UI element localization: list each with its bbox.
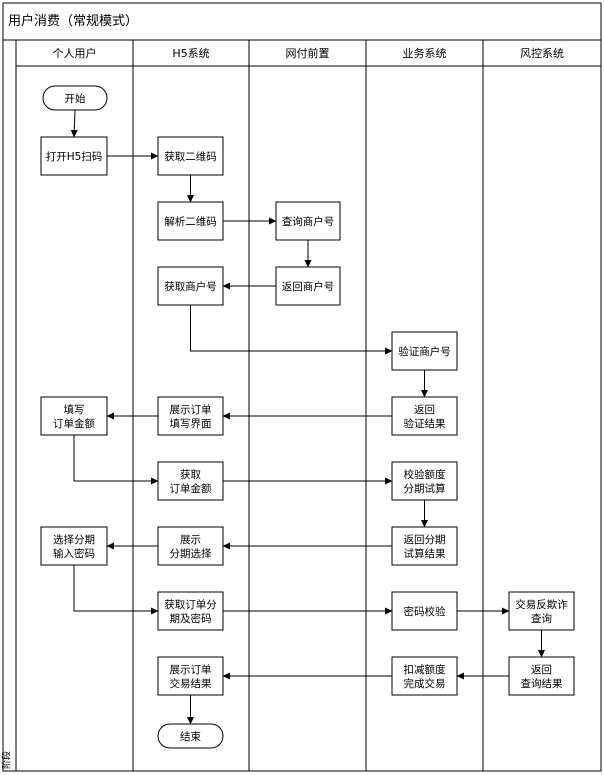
process-box	[157, 136, 224, 176]
node-label: 展示	[180, 534, 201, 546]
process-box	[508, 656, 575, 696]
process-box	[391, 396, 458, 436]
process-box	[157, 201, 224, 241]
lane-header: 风控系统	[520, 46, 564, 60]
flow-node-end: 结束	[157, 723, 224, 749]
flow-node-verify-pwd: 密码校验	[391, 591, 458, 631]
node-label: 交易反欺诈	[515, 598, 568, 611]
node-label: 验证结果	[404, 417, 446, 430]
node-label: 验证商户号	[398, 345, 451, 358]
phase-label: 阶段	[1, 751, 13, 769]
node-label: 返回分期	[404, 534, 446, 546]
node-label: 获取商户号	[164, 280, 217, 293]
diagram-title: 用户消费（常规模式）	[8, 13, 138, 29]
node-label: 返回	[414, 404, 435, 416]
node-label: 结束	[180, 730, 201, 743]
terminal-shape	[42, 85, 108, 111]
process-box	[157, 266, 224, 306]
node-label: 获取二维码	[164, 150, 217, 163]
node-label: 解析二维码	[164, 215, 217, 228]
node-label: 选择分期	[53, 533, 95, 546]
flow-node-get-qr: 获取二维码	[157, 136, 224, 176]
process-box	[391, 331, 458, 371]
lane-header: 网付前置	[286, 46, 330, 60]
node-label: 试算结果	[404, 547, 446, 560]
process-box	[40, 396, 108, 436]
node-label: 订单金额	[53, 417, 95, 430]
lane-header: 业务系统	[403, 47, 447, 60]
node-label: 填写	[64, 403, 85, 416]
node-label: 展示订单	[170, 664, 212, 676]
flow-arrow	[73, 435, 159, 485]
process-box	[275, 266, 341, 306]
flow-node-get-merchant: 获取商户号	[157, 266, 224, 306]
node-label: 填写界面	[170, 417, 212, 430]
node-label: 获取	[180, 469, 201, 481]
flow-node-start: 开始	[42, 85, 108, 111]
flow-node-return-merchant: 返回商户号	[275, 266, 341, 306]
node-label: 展示订单	[170, 404, 212, 416]
lane-header: 个人用户	[53, 46, 97, 60]
process-box	[40, 136, 108, 176]
flow-arrow	[190, 305, 393, 355]
process-box	[508, 591, 575, 631]
process-box	[275, 201, 341, 241]
flow-node-query-merchant: 查询商户号	[275, 201, 341, 241]
node-label: 完成交易	[404, 677, 446, 690]
node-label: 订单金额	[170, 482, 212, 495]
process-box	[40, 526, 108, 566]
flow-arrow	[73, 565, 159, 615]
node-label: 输入密码	[53, 547, 95, 560]
process-box	[157, 396, 224, 436]
node-label: 开始	[65, 92, 86, 105]
node-label: 分期选择	[170, 547, 212, 560]
flow-node-parse-qr: 解析二维码	[157, 201, 224, 241]
flow-node-verify-merchant: 验证商户号	[391, 331, 458, 371]
node-label: 返回	[531, 664, 552, 676]
node-label: 交易结果	[170, 677, 212, 690]
process-box	[391, 461, 458, 501]
node-label: 期及密码	[170, 612, 212, 625]
process-box	[157, 461, 224, 501]
process-box	[157, 526, 224, 566]
flow-arrow	[70, 109, 78, 138]
process-box	[157, 656, 224, 696]
flow-node-scan-h5: 打开H5扫码	[40, 136, 108, 176]
process-box	[391, 526, 458, 566]
node-label: 返回商户号	[282, 280, 335, 293]
node-label: 查询商户号	[282, 215, 335, 228]
node-label: 密码校验	[404, 605, 446, 618]
process-box	[391, 591, 458, 631]
node-label: 分期试算	[404, 482, 446, 495]
node-label: 打开H5扫码	[46, 150, 103, 163]
lane-header: H5系统	[172, 47, 209, 60]
process-box	[391, 656, 458, 696]
node-label: 查询	[531, 612, 552, 625]
node-label: 获取订单分	[164, 599, 217, 611]
terminal-shape	[157, 723, 224, 749]
node-label: 查询结果	[521, 677, 563, 690]
node-label: 校验额度	[404, 468, 446, 481]
node-label: 扣减额度	[404, 663, 446, 676]
process-box	[157, 591, 224, 631]
